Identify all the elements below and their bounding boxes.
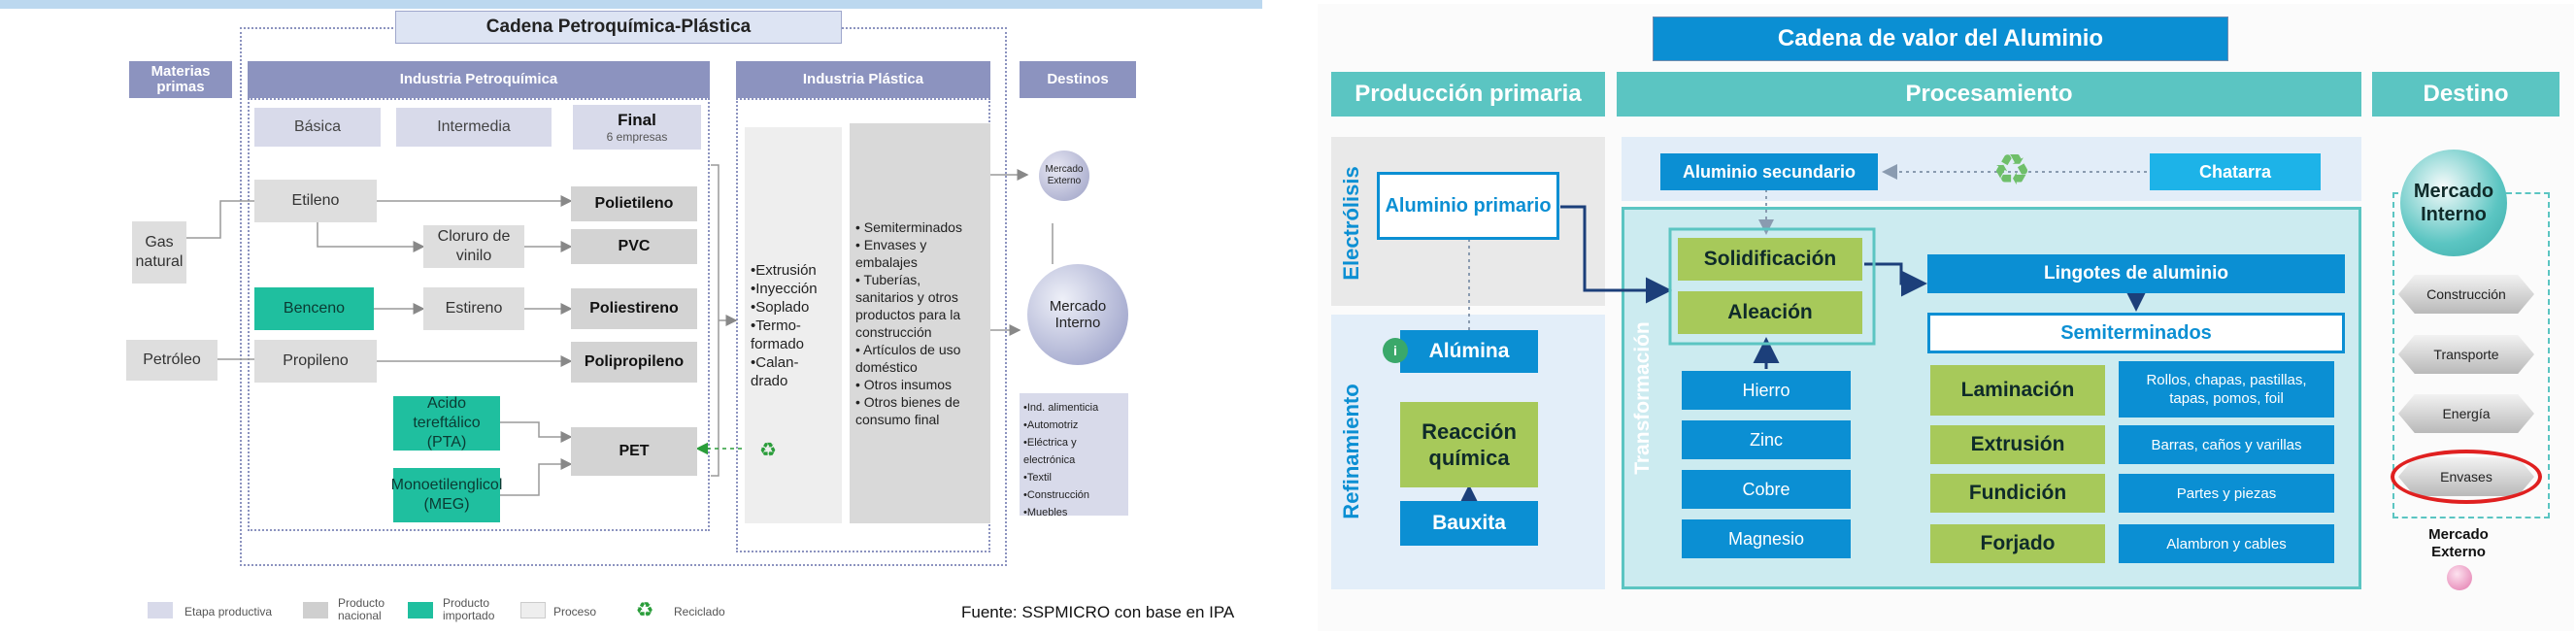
legend-proceso: Proceso bbox=[553, 605, 597, 618]
legend-recycle-icon: ♻ bbox=[635, 598, 654, 621]
stage-intermedia: Intermedia bbox=[396, 108, 552, 147]
propileno: Propileno bbox=[254, 340, 377, 383]
polietileno: Polietileno bbox=[571, 186, 697, 221]
section-procesamiento: Procesamiento bbox=[1617, 72, 2361, 117]
proceso-forjado-desc: Alambron y cables bbox=[2119, 524, 2334, 563]
aluminio-secundario: Aluminio secundario bbox=[1660, 153, 1878, 190]
solidificacion: Solidificación bbox=[1678, 238, 1862, 281]
pet: PET bbox=[571, 427, 697, 476]
proceso-laminacion: Laminación bbox=[1930, 365, 2105, 416]
recycle-icon: ♻ bbox=[1992, 146, 2031, 194]
proceso-forjado: Forjado bbox=[1930, 524, 2105, 563]
stage-final-label: Final bbox=[618, 111, 656, 129]
recycle-icon: ♻ bbox=[759, 439, 777, 461]
legend-importado-swatch bbox=[408, 602, 433, 618]
petroquimica-connectors bbox=[177, 164, 1054, 496]
polipropileno: Polipropileno bbox=[571, 342, 697, 383]
header-destinos: Destinos bbox=[1020, 61, 1136, 98]
pvc: PVC bbox=[571, 229, 697, 264]
destino-transporte: Transporte bbox=[2398, 335, 2534, 374]
header-industria-petroquimica: Industria Petroquímica bbox=[248, 61, 710, 98]
sectores-box: •Ind. alimenticia •Automotriz •Eléctrica… bbox=[1020, 393, 1128, 518]
reaccion-quimica: Reacción química bbox=[1400, 402, 1538, 487]
productos-text: • Semiterminados • Envases y embalajes •… bbox=[855, 219, 962, 427]
estireno: Estireno bbox=[423, 287, 524, 330]
header-industria-plastica: Industria Plástica bbox=[736, 61, 990, 98]
alumina: Alúmina bbox=[1400, 330, 1538, 373]
section-produccion: Producción primaria bbox=[1331, 72, 1605, 117]
mercado-externo-circle: Mercado Externo bbox=[1039, 150, 1089, 201]
petroquimica-box bbox=[248, 98, 710, 531]
cloruro-de-vinilo: Cloruro de vinilo bbox=[423, 225, 524, 268]
chatarra: Chatarra bbox=[2150, 153, 2321, 190]
lingotes-de-aluminio: Lingotes de aluminio bbox=[1927, 254, 2345, 293]
aleacion: Aleación bbox=[1678, 291, 1862, 334]
benceno: Benceno bbox=[254, 287, 374, 330]
sectores-text: •Ind. alimenticia •Automotriz •Eléctrica… bbox=[1023, 402, 1099, 518]
envases-highlight bbox=[2391, 450, 2542, 504]
monoetilenglicol: Monoetilenglicol (MEG) bbox=[391, 468, 502, 522]
procesos-list: •Extrusión •Inyección •Soplado •Termo- f… bbox=[745, 127, 842, 523]
aluminio-primario: Aluminio primario bbox=[1377, 172, 1559, 240]
legend-nacional: Producto nacional bbox=[338, 596, 385, 622]
proceso-fundicion: Fundición bbox=[1930, 474, 2105, 513]
material-zinc: Zinc bbox=[1682, 420, 1851, 459]
destino-energia: Energía bbox=[2398, 394, 2534, 433]
section-destino: Destino bbox=[2372, 72, 2559, 117]
legend-nacional-swatch bbox=[303, 602, 328, 618]
acido-tereftalico: Acido tereftálico (PTA) bbox=[393, 395, 500, 451]
mercado-externo: Mercado Externo bbox=[2428, 526, 2489, 560]
stage-basica: Básica bbox=[254, 108, 381, 147]
mercado-interno-circle: Mercado Interno bbox=[1027, 264, 1128, 365]
productos-list: • Semiterminados • Envases y embalajes •… bbox=[850, 123, 990, 523]
mercado-interno-circle: Mercado Interno bbox=[2400, 150, 2507, 256]
bauxita: Bauxita bbox=[1400, 501, 1538, 546]
legend-etapa: Etapa productiva bbox=[184, 605, 273, 618]
petroleo: Petróleo bbox=[126, 340, 217, 381]
material-cobre: Cobre bbox=[1682, 470, 1851, 509]
etileno: Etileno bbox=[254, 180, 377, 222]
fuente: Fuente: SSPMICRO con base en IPA bbox=[961, 603, 1235, 621]
proceso-extrusion: Extrusión bbox=[1930, 425, 2105, 464]
top-accent-bar bbox=[0, 0, 1262, 9]
legend-importado: Producto importado bbox=[443, 596, 495, 622]
proceso-fundicion-desc: Partes y piezas bbox=[2119, 474, 2334, 513]
legend-proceso-swatch bbox=[520, 602, 546, 618]
gas-natural: Gas natural bbox=[132, 221, 186, 284]
proceso-extrusion-desc: Barras, caños y varillas bbox=[2119, 425, 2334, 464]
stage-final: Final 6 empresas bbox=[573, 105, 701, 150]
proceso-laminacion-desc: Rollos, chapas, pastillas, tapas, pomos,… bbox=[2119, 361, 2334, 418]
aluminio-title: Cadena de valor del Aluminio bbox=[1653, 17, 2228, 61]
legend-reciclado: Reciclado bbox=[674, 605, 725, 618]
material-magnesio: Magnesio bbox=[1682, 519, 1851, 558]
alumina-icon: i bbox=[1383, 338, 1408, 363]
poliestireno: Poliestireno bbox=[571, 288, 697, 329]
legend-etapa-swatch bbox=[148, 602, 173, 618]
procesos-text: •Extrusión •Inyección •Soplado •Termo- f… bbox=[751, 261, 818, 389]
diagram-title: Cadena Petroquímica-Plástica bbox=[395, 11, 842, 44]
mercado-externo-circle bbox=[2447, 565, 2472, 590]
header-materias-primas: Materias primas bbox=[129, 61, 232, 98]
destino-construccion: Construcción bbox=[2398, 275, 2534, 314]
semiterminados: Semiterminados bbox=[1927, 313, 2345, 353]
stage-final-sub: 6 empresas bbox=[606, 130, 668, 144]
material-hierro: Hierro bbox=[1682, 371, 1851, 410]
